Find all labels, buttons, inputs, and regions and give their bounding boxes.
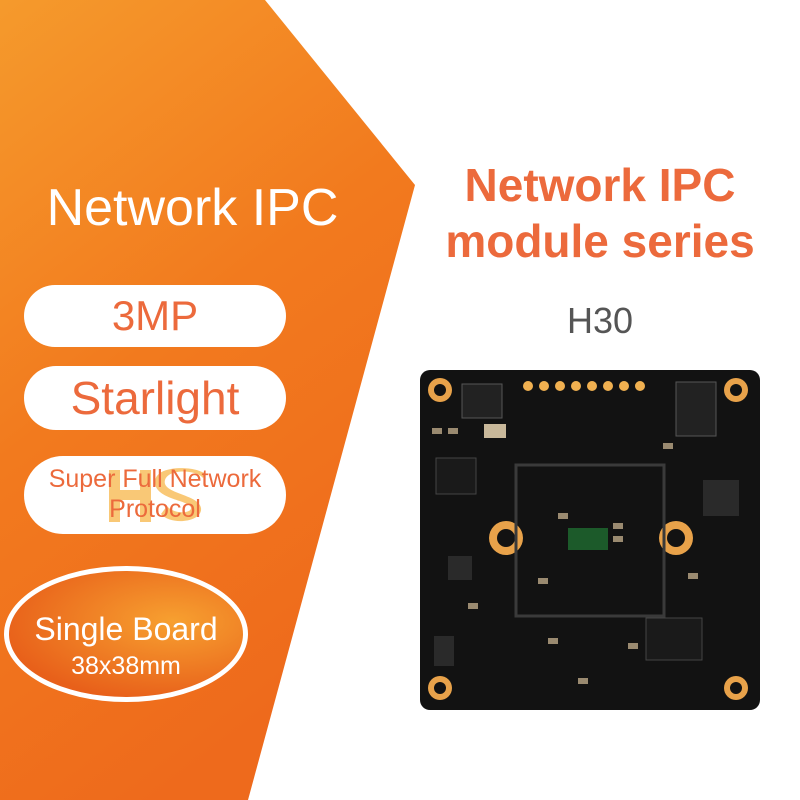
model-label: H30 (566, 300, 634, 341)
protocol-text: Super Full Network Protocol (48, 465, 262, 523)
watermark-logo (109, 468, 205, 522)
single-board-label: Single Board (34, 611, 218, 647)
pcb-board-image (420, 370, 760, 710)
starlight-badge: Starlight (24, 366, 286, 430)
protocol-badge: Super Full Network Protocol (24, 456, 286, 534)
resolution-badge: 3MP (24, 285, 286, 347)
board-size-oval: Single Board 38x38mm (4, 566, 248, 702)
series-title-line2: module series (445, 215, 755, 267)
series-title-line1: Network IPC (464, 159, 736, 211)
left-title: Network IPC (46, 179, 339, 237)
size-label: 38x38mm (71, 652, 181, 680)
series-title: Network IPC module series (400, 157, 800, 269)
